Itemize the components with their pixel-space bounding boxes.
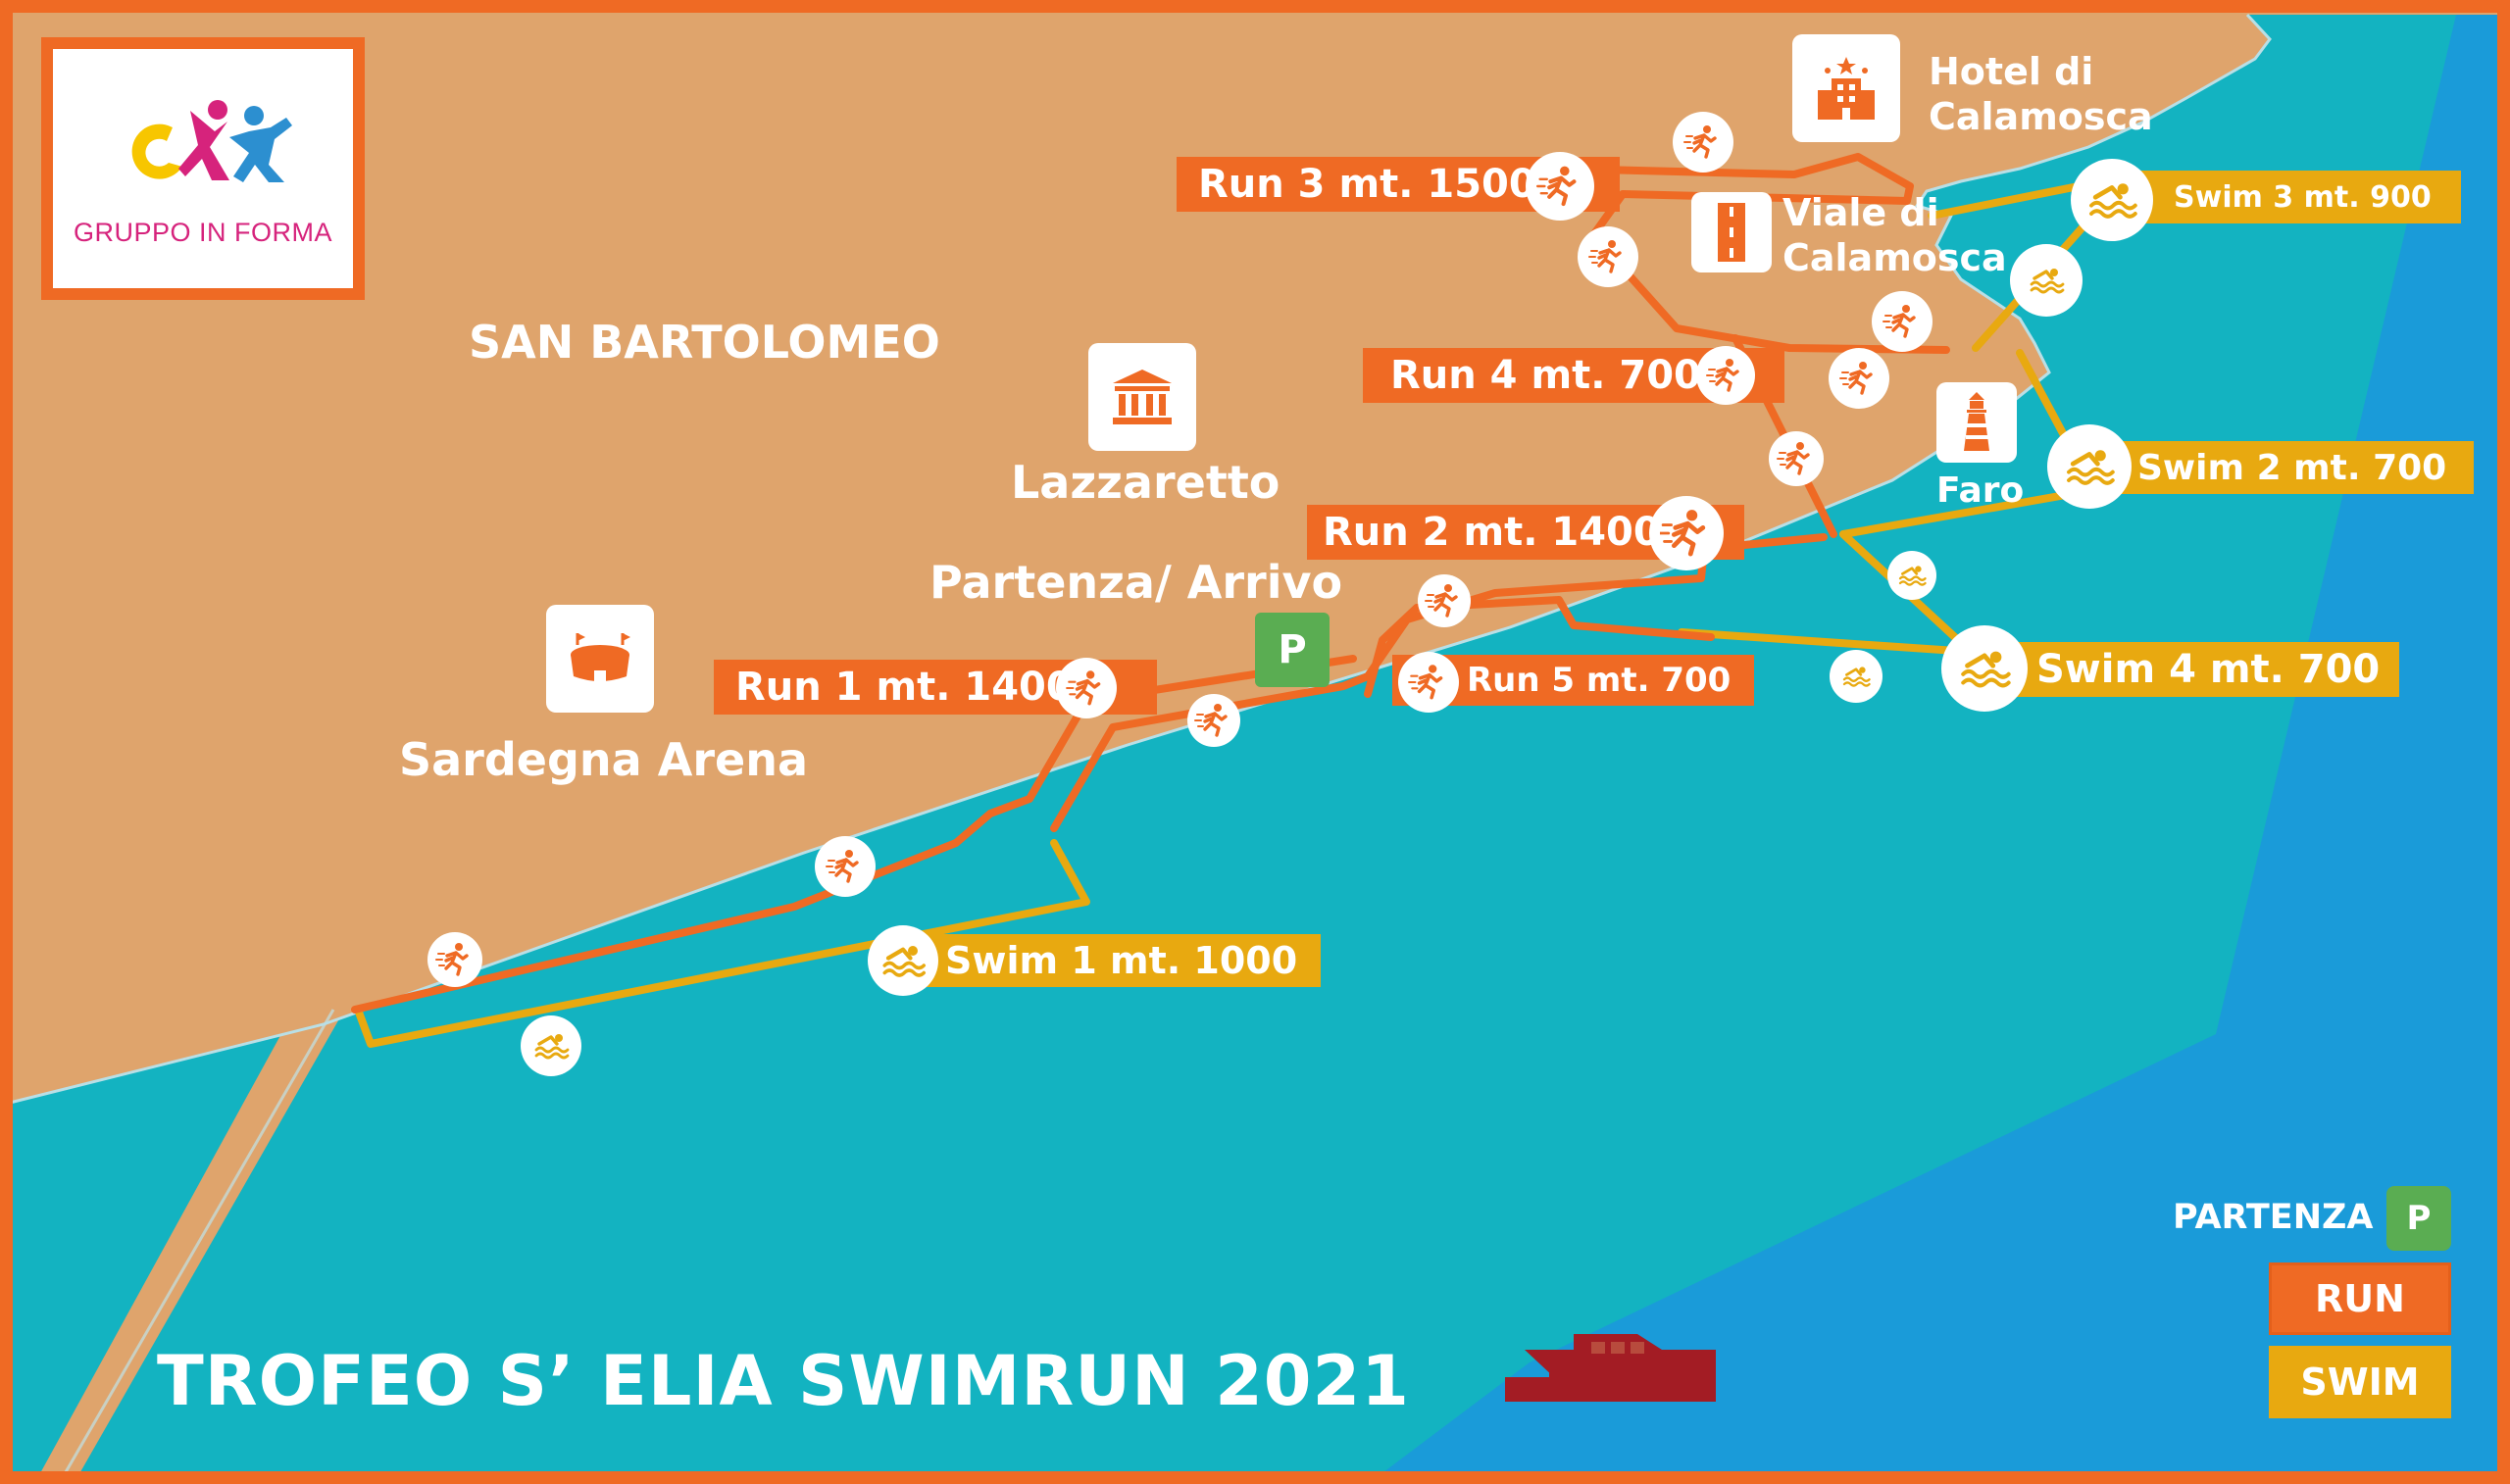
run-1-label: Run 1 mt. 1400: [714, 660, 1157, 715]
runner-icon: [1578, 226, 1638, 287]
swimmer-icon: [2084, 180, 2139, 220]
run-2-disc: [1649, 496, 1724, 570]
swim-markers: [521, 244, 2083, 1076]
place-viale-di-calamosca: Viale di Calamosca: [1782, 190, 2007, 280]
hotel-label-line-1: Hotel di: [1929, 50, 2094, 93]
runner-icon: [1872, 291, 1933, 352]
hotel-icon: [1818, 57, 1875, 120]
swimmer-icon: [521, 1015, 581, 1076]
coastline: [9, 13, 2272, 1105]
runner-icon: [427, 932, 482, 987]
runner-icon: [1065, 668, 1101, 706]
swim-route-1: [354, 839, 1090, 1048]
sea-shallow: [10, 15, 2510, 1484]
hotel-label-line-2: Calamosca: [1929, 95, 2153, 138]
runner-icon: [1660, 507, 1713, 560]
swim-3-label: Swim 3 mt. 900: [2103, 171, 2461, 223]
swimmer-icon: [878, 943, 928, 978]
swimmer-icon: [2062, 447, 2117, 486]
swim-2-label: Swim 2 mt. 700: [2108, 441, 2475, 494]
sea-deep: [1368, 15, 2510, 1484]
sardegna-arena-tile: [546, 605, 654, 713]
swimmer-icon: [1830, 650, 1882, 703]
lighthouse-icon: [1964, 392, 1989, 451]
run-1-disc: [1056, 658, 1117, 718]
runner-icon: [1673, 112, 1733, 173]
place-lazzaretto: Lazzaretto: [1011, 456, 1280, 509]
runner-icon: [1829, 348, 1889, 409]
runner-icon: [1418, 574, 1471, 627]
place-sardegna-arena: Sardegna Arena: [399, 733, 808, 786]
boat-icon: [1505, 1334, 1716, 1402]
road-icon: [1718, 203, 1745, 262]
logo-box: GRUPPO IN FORMA: [41, 37, 365, 300]
legend-run: RUN: [2269, 1262, 2451, 1335]
swim-4-label: Swim 4 mt. 700: [1995, 642, 2400, 697]
viale-label-line-2: Calamosca: [1782, 236, 2007, 279]
viale-tile: [1691, 192, 1772, 272]
swimmer-icon: [1956, 648, 2013, 689]
place-faro: Faro: [1936, 470, 2025, 511]
runner-icon: [1187, 694, 1240, 747]
runner-icon: [1407, 663, 1443, 700]
museum-icon: [1113, 370, 1172, 424]
place-san-bartolomeo: SAN BARTOLOMEO: [469, 316, 940, 369]
run-3-disc: [1526, 152, 1594, 221]
legend-parking-badge: P: [2386, 1186, 2451, 1251]
run-4-disc: [1696, 346, 1755, 405]
hotel-tile: [1792, 34, 1900, 142]
place-partenza-arrivo: Partenza/ Arrivo: [929, 556, 1343, 609]
logo-text: GRUPPO IN FORMA: [73, 218, 332, 247]
swim-3-disc: [2071, 159, 2153, 241]
legend-partenza-label: PARTENZA: [2173, 1198, 2374, 1237]
run-markers: [427, 112, 1933, 987]
viale-label-line-1: Viale di: [1782, 191, 1939, 234]
swimmer-icon: [2010, 244, 2083, 317]
runner-icon: [1535, 162, 1584, 211]
lazzaretto-tile: [1088, 343, 1196, 451]
swimmer-icon: [1887, 551, 1936, 600]
swim-4-disc: [1941, 625, 2028, 712]
run-5-disc: [1398, 652, 1459, 713]
stadium-icon: [571, 633, 630, 682]
runner-icon: [1705, 357, 1739, 392]
breakwater: [34, 995, 353, 1484]
runner-icon: [1769, 431, 1824, 486]
place-hotel-di-calamosca: Hotel di Calamosca: [1929, 49, 2153, 139]
swim-1-disc: [868, 925, 938, 996]
gruppo-in-forma-logo: [131, 100, 292, 182]
runner-icon: [815, 836, 876, 897]
parking-badge: P: [1255, 613, 1330, 687]
run-route-5: [1364, 596, 1715, 698]
swim-1-label: Swim 1 mt. 1000: [892, 934, 1322, 987]
swim-2-disc: [2047, 424, 2132, 509]
map-title: TROFEO S’ ELIA SWIMRUN 2021: [157, 1341, 1410, 1421]
faro-tile: [1936, 382, 2017, 463]
legend-swim: SWIM: [2269, 1346, 2451, 1418]
